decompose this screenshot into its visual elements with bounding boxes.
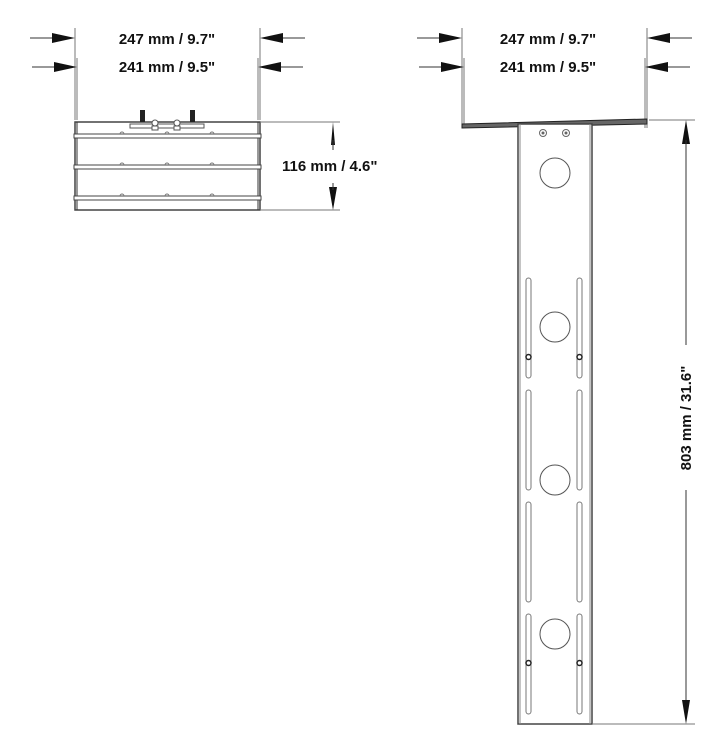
front-view-height-label: 803 mm / 31.6" [678, 366, 695, 471]
front-inner-width-arrows [419, 62, 690, 72]
front-outer-width-arrows [417, 33, 692, 43]
top-view-height-label: 116 mm / 4.6" [282, 158, 378, 175]
top-view-outer-width-label: 247 mm / 9.7" [119, 31, 215, 48]
column [517, 123, 695, 725]
front-view-inner-width-label: 241 mm / 9.5" [500, 59, 596, 76]
front-view-height-dimension [649, 119, 695, 724]
top-view-inner-width-label: 241 mm / 9.5" [119, 59, 215, 76]
inner-width-arrows [32, 62, 303, 72]
top-view: 247 mm / 9.7" 241 mm / 9.5" [30, 28, 378, 211]
mounting-bolts [129, 110, 205, 131]
front-view: 247 mm / 9.7" 241 mm / 9.5" [417, 28, 695, 725]
top-view-body [73, 110, 262, 211]
top-view-height-dimension [260, 121, 340, 211]
front-view-outer-width-label: 247 mm / 9.7" [500, 31, 596, 48]
outer-width-arrows-left [30, 33, 305, 43]
